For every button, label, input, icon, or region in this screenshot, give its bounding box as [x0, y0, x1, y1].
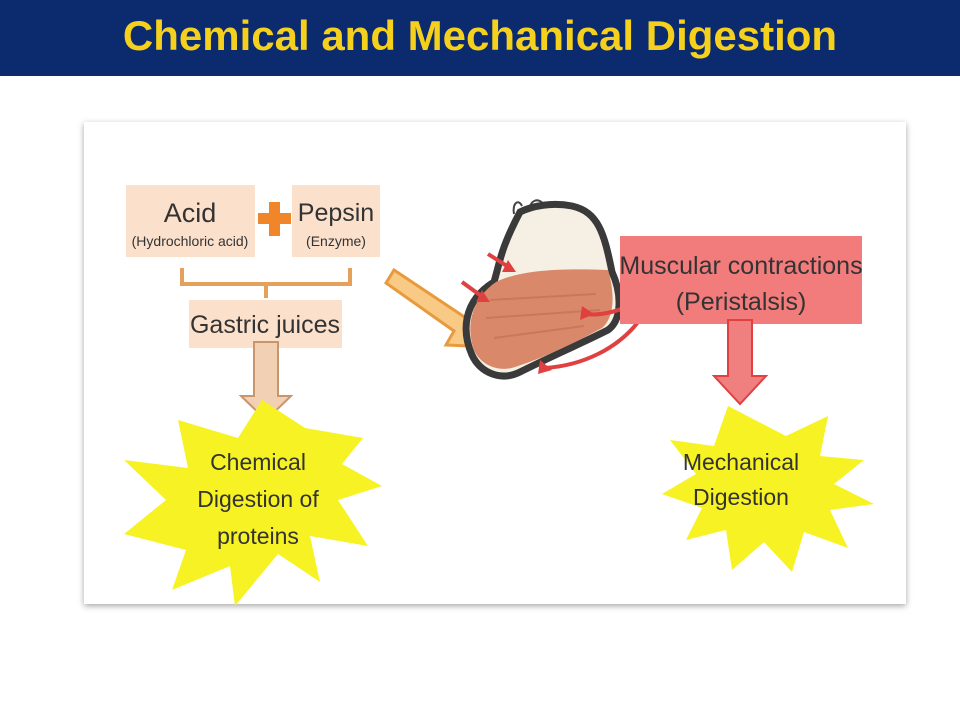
- muscular-contractions-line2: (Peristalsis): [676, 288, 807, 316]
- bracket: [180, 268, 352, 298]
- chemical-starburst: [124, 400, 382, 606]
- acid-box: [126, 185, 255, 257]
- chemical-digestion-line2: Digestion of: [197, 486, 319, 512]
- mechanical-digestion-line1: Mechanical: [683, 449, 799, 475]
- acid-sublabel: (Hydrochloric acid): [132, 233, 249, 249]
- pepsin-box: [292, 185, 380, 257]
- chemical-digestion-line3: proteins: [217, 523, 299, 549]
- acid-label: Acid: [164, 198, 217, 228]
- gastric-juices-label: Gastric juices: [190, 311, 340, 339]
- plus-icon: [258, 202, 291, 236]
- mechanical-starburst: [662, 406, 874, 572]
- title-bar: Chemical and Mechanical Digestion: [0, 0, 960, 76]
- slide-title: Chemical and Mechanical Digestion: [122, 12, 838, 59]
- down-arrow-gastric: [238, 341, 294, 422]
- muscular-contractions-line1: Muscular contractions: [619, 252, 862, 280]
- pepsin-sublabel: (Enzyme): [306, 233, 366, 249]
- gastric-juices-box: [189, 300, 342, 348]
- muscular-contractions-box: [620, 236, 862, 324]
- chemical-digestion-line1: Chemical: [210, 449, 306, 475]
- pepsin-label: Pepsin: [298, 199, 374, 227]
- mechanical-digestion-line2: Digestion: [693, 484, 789, 510]
- stomach-illustration: [462, 199, 623, 380]
- down-arrow-muscular: [711, 319, 769, 406]
